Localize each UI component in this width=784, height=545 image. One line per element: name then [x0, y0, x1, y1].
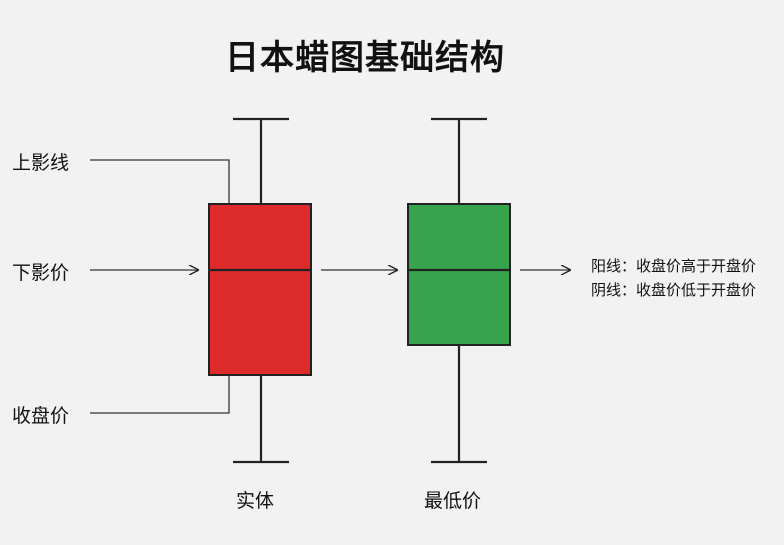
upper-shadow-leader	[90, 159, 230, 204]
lower-shadow-price-label: 下影价	[12, 262, 70, 284]
green-candle	[407, 117, 511, 464]
red-candle-body	[208, 203, 312, 376]
diagram-title: 日本蜡图基础结构	[225, 38, 505, 78]
red-candle	[208, 117, 312, 464]
close-price-leader	[90, 375, 230, 414]
low-price-label: 最低价	[424, 490, 482, 512]
upper-shadow-label: 上影线	[12, 152, 70, 174]
bullish-note: 阳线：收盘价高于开盘价	[591, 257, 757, 275]
bearish-note: 阴线：收盘价低于开盘价	[591, 281, 757, 299]
close-price-label: 收盘价	[12, 405, 70, 427]
body-label: 实体	[236, 490, 275, 512]
green-candle-body	[407, 203, 511, 346]
